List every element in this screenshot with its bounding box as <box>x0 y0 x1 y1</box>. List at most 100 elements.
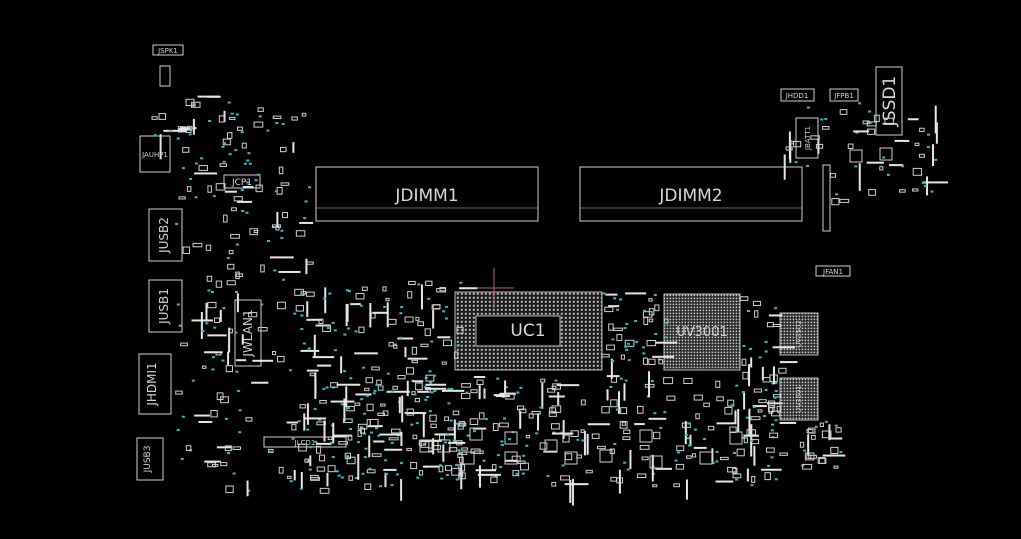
smd-component <box>316 466 326 472</box>
smd-component <box>314 440 318 443</box>
smd-component <box>182 246 190 255</box>
smd-component <box>280 182 290 186</box>
smd-component <box>291 424 297 431</box>
jssd1-connector[interactable]: JSSD1 <box>875 66 903 136</box>
smd-component <box>313 334 316 358</box>
smd-component <box>499 392 516 395</box>
jaudio-connector[interactable]: JAUHP1 <box>139 135 171 173</box>
smd-component <box>361 286 368 291</box>
smd-component <box>459 287 478 290</box>
jusb1-connector[interactable]: JUSB1 <box>148 279 183 333</box>
smd-component <box>386 390 410 393</box>
jusb3-connector[interactable]: JUSB3 <box>136 437 164 481</box>
smd-component <box>243 162 247 165</box>
smd-component <box>774 381 778 384</box>
jcp1-connector[interactable]: JCP1 <box>223 174 261 189</box>
smd-component <box>732 452 736 455</box>
smd-component <box>232 472 236 475</box>
smd-component <box>405 367 414 375</box>
ic-package <box>639 429 653 443</box>
smd-component <box>425 383 447 386</box>
smd-component <box>428 370 432 373</box>
smd-component <box>242 186 254 189</box>
smd-component <box>194 162 198 165</box>
smd-component <box>735 478 739 481</box>
smd-component <box>772 346 796 349</box>
smd-component <box>445 317 449 320</box>
smd-component <box>361 472 365 475</box>
uv3001-gpu[interactable]: UV3001 <box>663 293 741 371</box>
smd-component <box>689 434 692 446</box>
smd-component <box>674 459 678 462</box>
smd-component <box>200 157 204 160</box>
smd-component <box>354 352 378 355</box>
jdimm2-slot[interactable]: JDIMM2 <box>579 166 803 222</box>
uc1-cpu[interactable]: UC1 <box>454 291 603 371</box>
smd-component <box>306 291 315 297</box>
smd-component <box>318 318 324 324</box>
smd-component <box>399 336 403 339</box>
jhdmi1-connector[interactable]: JHDMI1 <box>138 353 172 415</box>
smd-component <box>483 393 487 396</box>
smd-component <box>623 429 631 434</box>
smd-component <box>240 188 244 191</box>
smd-component <box>443 339 452 347</box>
smd-component <box>648 298 653 302</box>
smd-component <box>750 416 761 421</box>
jhdd1-connector[interactable]: JHDD1 <box>780 88 815 102</box>
smd-component <box>619 298 623 301</box>
smd-component <box>288 369 292 372</box>
jbatt1-connector[interactable]: JBATT1 <box>795 117 819 159</box>
smd-component <box>676 445 685 452</box>
jwlan1-connector[interactable]: JWLAN1 <box>234 299 262 367</box>
smd-component <box>484 418 488 421</box>
smd-component <box>245 211 249 214</box>
smd-component <box>739 296 749 301</box>
smd-component <box>767 402 783 405</box>
uv3501-vram[interactable]: UV3501 <box>779 377 819 421</box>
smd-component <box>750 484 754 487</box>
smd-component <box>576 438 580 441</box>
smd-component <box>415 382 423 391</box>
smd-component <box>308 186 312 189</box>
smd-component <box>291 437 295 440</box>
smd-component <box>191 379 195 382</box>
smd-component <box>429 414 437 422</box>
smd-component <box>382 286 387 292</box>
smd-component <box>180 457 184 460</box>
smd-component <box>634 319 638 322</box>
smd-component <box>345 386 348 407</box>
smd-component <box>686 437 690 440</box>
smd-component <box>302 342 306 345</box>
smd-component <box>245 417 253 422</box>
smd-component <box>422 413 425 438</box>
jfan1-label: JFAN1 <box>822 268 843 276</box>
smd-component <box>257 173 261 176</box>
smd-component <box>746 468 749 482</box>
smd-component <box>459 281 463 284</box>
smd-component <box>766 322 775 328</box>
smd-component <box>873 114 880 122</box>
smd-component <box>820 118 824 121</box>
smd-component <box>663 411 667 414</box>
smd-component <box>499 466 503 469</box>
smd-component <box>503 417 507 420</box>
smd-component <box>153 134 157 137</box>
smd-component <box>789 140 795 145</box>
uv3502-vram[interactable]: UV3502 <box>779 312 819 356</box>
smd-component <box>375 427 379 430</box>
smd-component <box>224 190 237 193</box>
smd-component <box>623 327 627 330</box>
smd-component <box>219 163 227 167</box>
smd-component <box>299 404 306 409</box>
smd-component <box>224 417 228 420</box>
smd-component <box>564 453 573 461</box>
jfpb1-connector[interactable]: JFPB1 <box>829 88 859 102</box>
jdimm1-slot[interactable]: JDIMM1 <box>315 166 539 222</box>
smd-component <box>478 412 485 420</box>
jspk1-connector[interactable]: JSPK1 <box>152 44 184 87</box>
smd-component <box>328 292 332 295</box>
jfan1-connector[interactable]: JFAN1 <box>815 265 851 277</box>
jusb2-connector[interactable]: JUSB2 <box>148 208 183 262</box>
smd-component <box>829 173 837 178</box>
